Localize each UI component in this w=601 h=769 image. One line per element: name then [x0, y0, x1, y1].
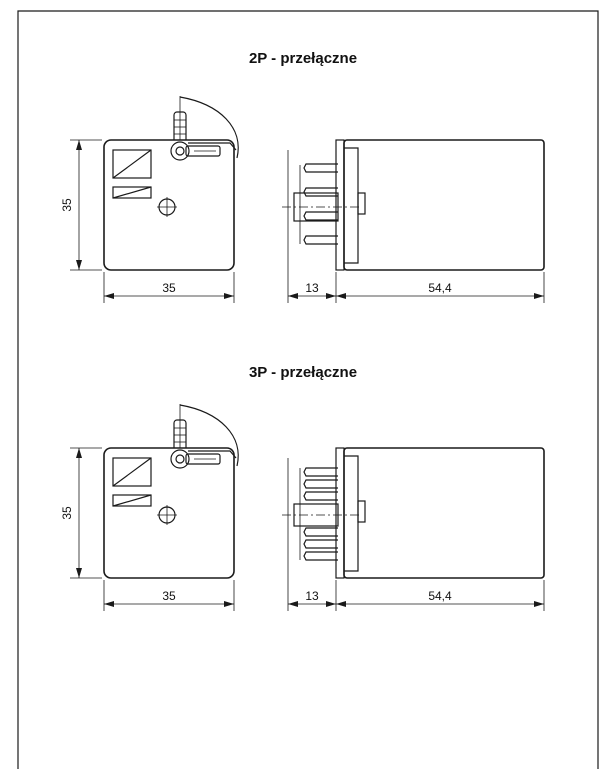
base-plate — [335, 139, 345, 271]
section-title-2p: 2P - przełączne — [249, 50, 357, 67]
pin-length-dimension-label: 13 — [305, 281, 319, 295]
pins-3p — [293, 467, 339, 561]
housing-front — [103, 139, 235, 271]
pin — [303, 211, 338, 221]
base-plate — [335, 447, 345, 579]
sheet-frame — [17, 10, 599, 769]
pin — [303, 527, 338, 537]
coil-symbol — [112, 149, 152, 179]
latch-pivot — [170, 141, 190, 161]
height-dimension-label: 35 — [60, 506, 74, 520]
body-length-dimension-label: 54,4 — [428, 589, 452, 603]
width-dimension-label: 35 — [162, 281, 176, 295]
height-dimension-label: 35 — [60, 198, 74, 212]
contact-symbol — [112, 494, 152, 507]
width-dimension-label: 35 — [162, 589, 176, 603]
section-title-3p: 3P - przełączne — [249, 364, 357, 381]
housing-front — [103, 447, 235, 579]
pin — [303, 479, 338, 489]
latch-bar — [185, 453, 221, 465]
contact-symbol — [112, 186, 152, 199]
section-3p: 3P - przełączne — [60, 364, 545, 611]
latch-arc — [179, 96, 239, 159]
socket-tab — [357, 192, 366, 215]
pin — [303, 163, 338, 173]
pin — [303, 491, 338, 501]
side-view-3p: 13 54,4 — [282, 447, 545, 611]
latch-bar — [185, 145, 221, 157]
pin — [303, 235, 338, 245]
pins-2p — [293, 163, 339, 245]
housing-side — [343, 447, 545, 579]
pin — [303, 539, 338, 549]
latch-pivot — [170, 449, 190, 469]
section-2p: 2P - przełączne — [60, 50, 545, 303]
pin — [303, 551, 338, 561]
front-view-2p: 35 35 — [60, 96, 239, 303]
latch-arc — [179, 404, 239, 467]
pin-length-dimension-label: 13 — [305, 589, 319, 603]
pin — [303, 187, 338, 197]
pin — [303, 467, 338, 477]
side-view-2p: 13 54,4 — [282, 139, 545, 303]
front-view-3p: 35 35 — [60, 404, 239, 611]
coil-symbol — [112, 457, 152, 487]
housing-side — [343, 139, 545, 271]
socket-tab — [357, 500, 366, 523]
body-length-dimension-label: 54,4 — [428, 281, 452, 295]
